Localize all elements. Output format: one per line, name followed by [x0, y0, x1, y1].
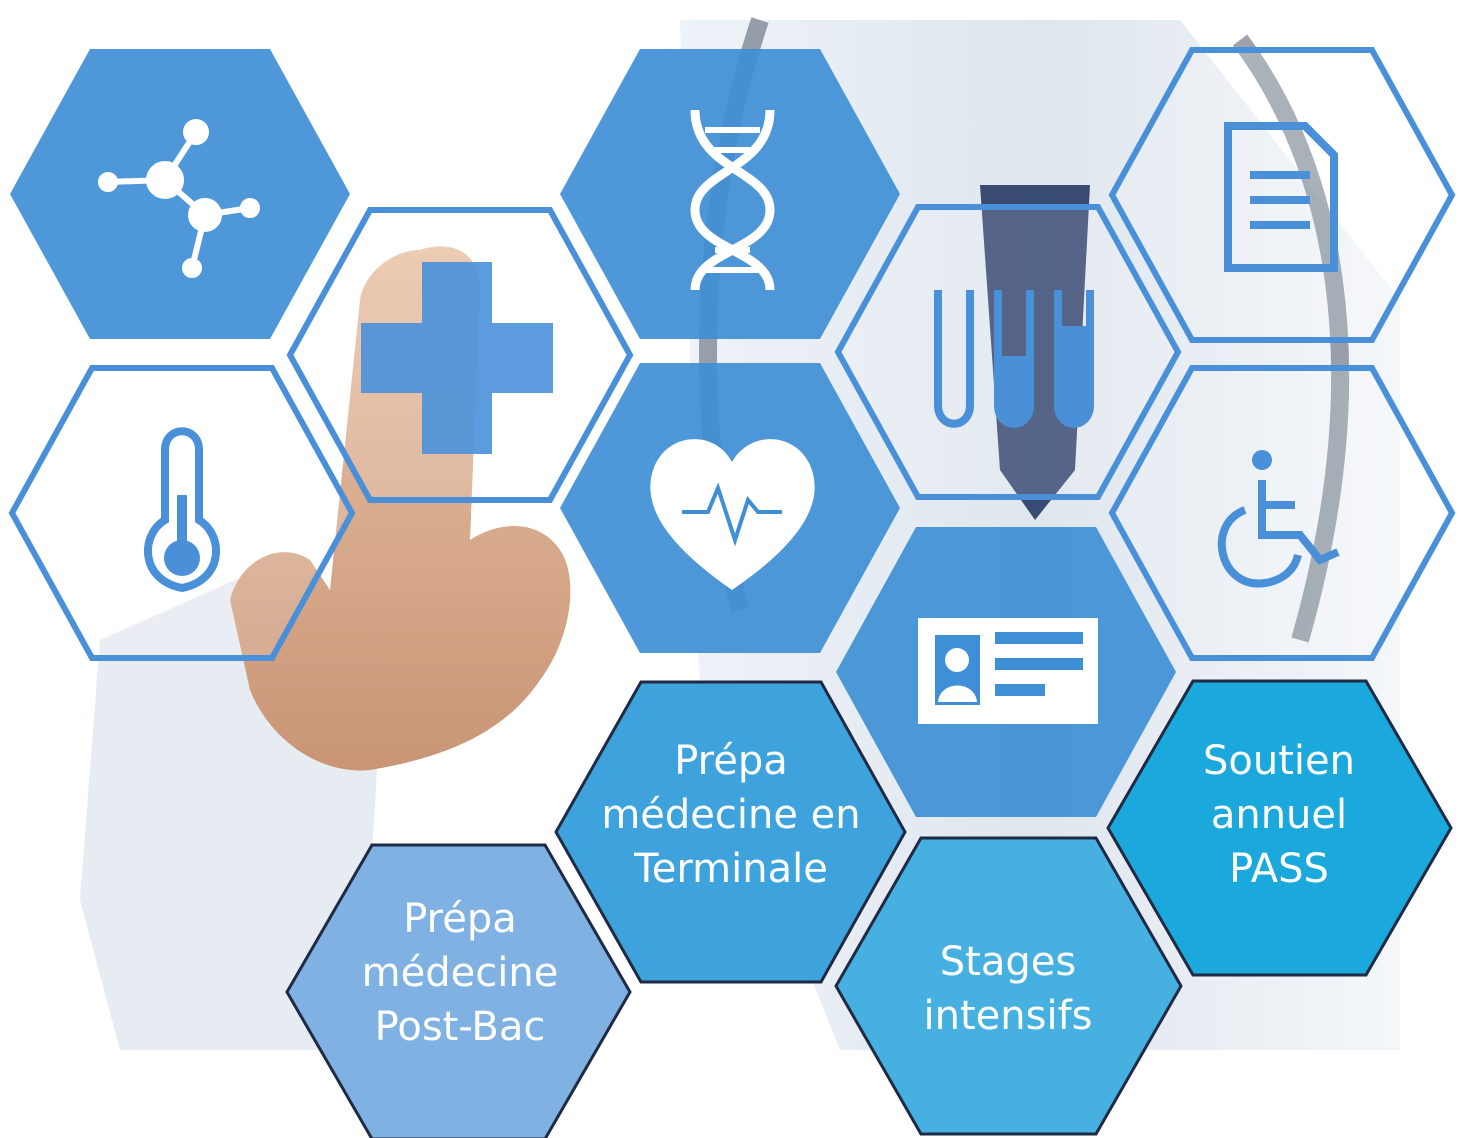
hex-thermometer [8, 365, 356, 661]
hex-label-stages[interactable]: Stages intensifs [834, 836, 1183, 1136]
hex-molecule [10, 49, 350, 339]
post-bac-line-2: médecine [362, 950, 559, 996]
post-bac-line-1: Prépa [403, 896, 517, 942]
dna-icon [690, 109, 775, 291]
document-icon [1224, 122, 1338, 272]
hex-dna [560, 49, 900, 339]
id-card-icon [918, 618, 1098, 724]
thermometer-icon [144, 427, 220, 593]
hex-label-terminale[interactable]: Prépa médecine en Terminale [554, 680, 907, 984]
molecule-icon [98, 119, 260, 278]
pass-line-3: PASS [1229, 846, 1329, 892]
terminale-line-2: médecine en [601, 792, 860, 838]
hex-wheelchair [1108, 365, 1456, 661]
hex-label-pass[interactable]: Soutien annuel PASS [1106, 679, 1453, 977]
hex-id-card [836, 527, 1176, 817]
stages-line-2: intensifs [924, 993, 1093, 1039]
wheelchair-icon [1217, 450, 1340, 588]
terminale-line-1: Prépa [674, 738, 788, 784]
hex-cross [286, 207, 634, 503]
heart-pulse-icon [650, 439, 815, 590]
doctor-tie [980, 185, 1090, 520]
terminale-line-3: Terminale [633, 846, 828, 892]
hex-heart [560, 363, 900, 653]
pass-line-2: annuel [1211, 792, 1347, 838]
post-bac-line-3: Post-Bac [375, 1004, 546, 1050]
hex-document [1108, 47, 1456, 343]
pass-line-1: Soutien [1203, 738, 1355, 784]
stages-line-1: Stages [940, 939, 1076, 985]
medical-cross-icon [361, 262, 553, 454]
hex-test-tubes [834, 204, 1182, 500]
hex-label-post-bac[interactable]: Prépa médecine Post-Bac [285, 843, 632, 1138]
pointing-hand [230, 246, 571, 771]
test-tubes-icon [934, 290, 1094, 428]
